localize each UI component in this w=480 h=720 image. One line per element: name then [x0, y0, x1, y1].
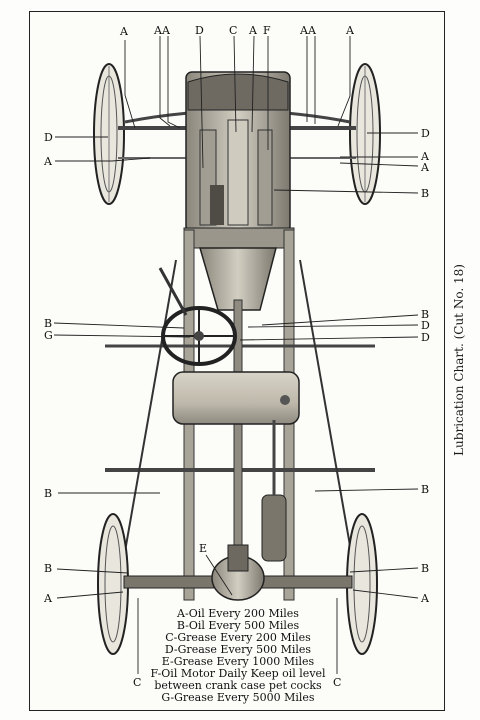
front-right-wheel [349, 63, 381, 205]
label-right-b: B [421, 187, 429, 200]
label-mid-right-b: B [421, 308, 429, 321]
label-top-a-right: A [345, 24, 355, 37]
engine-block [185, 71, 291, 233]
steering-wheel [158, 267, 237, 366]
label-low-left-b: B [44, 487, 52, 500]
legend: A-Oil Every 200 Miles B-Oil Every 500 Mi… [150, 607, 326, 704]
label-mid-right-d2: D [421, 331, 430, 344]
label-top-aa-left: AA [153, 24, 171, 37]
legend-line-a: A-Oil Every 200 Miles [176, 607, 299, 620]
label-left-d: D [44, 131, 53, 144]
label-top-a-left: A [119, 25, 129, 38]
legend-line-d: D-Grease Every 500 Miles [165, 643, 312, 656]
label-right-a2: A [420, 161, 430, 174]
leader-lines [53, 35, 419, 674]
rear-axle [123, 544, 353, 601]
legend-line-g: G-Grease Every 5000 Miles [161, 691, 314, 704]
legend-line-c: C-Grease Every 200 Miles [165, 631, 311, 644]
label-rear-left-c: C [133, 676, 141, 689]
label-rear-right-a: A [420, 592, 430, 605]
label-left-a: A [43, 155, 53, 168]
label-low-right-b: B [421, 483, 429, 496]
label-top-f: F [263, 24, 271, 37]
radius-rods [119, 259, 357, 581]
front-left-wheel [93, 63, 125, 205]
label-rear-left-a: A [43, 592, 53, 605]
label-diff-e: E [199, 542, 207, 555]
legend-line-e: E-Grease Every 1000 Miles [162, 655, 315, 668]
label-top-a-mid: A [248, 24, 258, 37]
legend-line-b: B-Oil Every 500 Miles [177, 619, 300, 632]
label-top-aa-right: AA [299, 24, 317, 37]
label-rear-right-b: B [421, 562, 429, 575]
label-top-d: D [195, 24, 204, 37]
fuel-tank [172, 371, 300, 425]
callout-labels: A AA D C A F AA A D A D A A B B G B D D … [43, 24, 430, 689]
label-right-a1: A [420, 150, 430, 163]
label-mid-left-g: G [44, 329, 53, 342]
label-rear-left-b: B [44, 562, 52, 575]
label-mid-left-b: B [44, 317, 52, 330]
legend-line-f: F-Oil Motor Daily Keep oil level [150, 667, 326, 680]
legend-line-f2: between crank case pet cocks [154, 679, 322, 692]
label-top-c: C [229, 24, 237, 37]
transmission [183, 227, 295, 311]
muffler [261, 420, 287, 562]
label-right-d: D [421, 127, 430, 140]
label-mid-right-d1: D [421, 319, 430, 332]
label-rear-right-c: C [333, 676, 341, 689]
legend-backing [150, 605, 325, 705]
